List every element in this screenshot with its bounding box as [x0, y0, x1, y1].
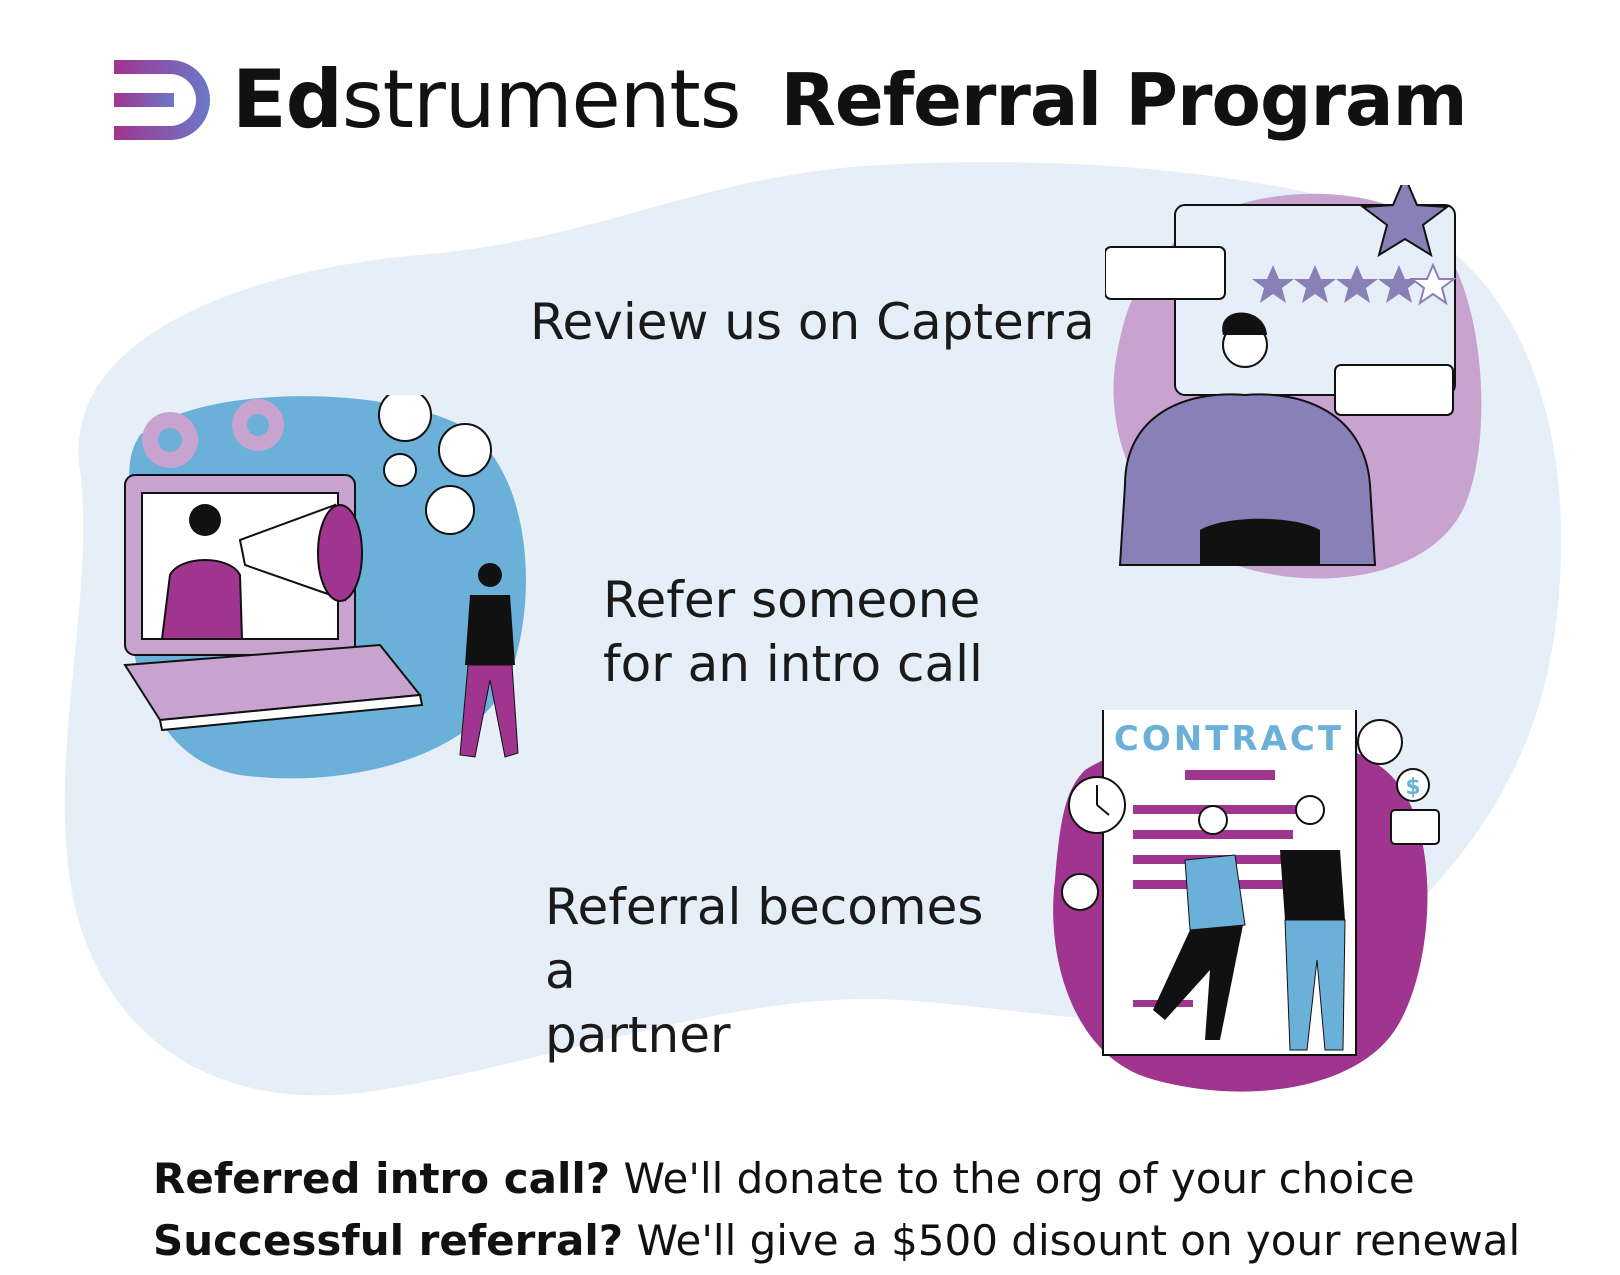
megaphone-laptop-illustration [123, 395, 526, 779]
step-refer-line1: Refer someone [603, 571, 981, 629]
step-refer: Refer someone for an intro call [603, 568, 1003, 696]
reward-intro-call: Referred intro call? We'll donate to the… [153, 1148, 1520, 1210]
reward-successful-referral: Successful referral? We'll give a $500 d… [153, 1210, 1520, 1272]
footer-rewards: Referred intro call? We'll donate to the… [153, 1148, 1520, 1272]
reward-referral-question: Successful referral? [153, 1216, 624, 1265]
chat-icon [1390, 809, 1440, 845]
step-review: Review us on Capterra [530, 290, 1095, 354]
brand-name-bold: Ed [232, 53, 343, 146]
step-refer-line2: for an intro call [603, 635, 983, 693]
reward-intro-call-question: Referred intro call? [153, 1154, 611, 1203]
edstruments-logo-icon [114, 60, 210, 140]
brand-name-light: struments [341, 53, 742, 146]
dollar-icon [1396, 768, 1430, 802]
review-illustration [1105, 185, 1482, 579]
reward-referral-answer: We'll give a $500 disount on your renewa… [623, 1216, 1521, 1265]
dollar-symbol: $ [1405, 775, 1420, 800]
page-title: Referral Program [780, 58, 1467, 142]
star-rating-icon [1252, 265, 1420, 303]
step-partner: Referral becomes a partner [545, 875, 1025, 1067]
mail-icon [1357, 719, 1403, 765]
step-partner-line2: partner [545, 1006, 731, 1064]
reward-intro-call-answer: We'll donate to the org of your choice [610, 1154, 1415, 1203]
phone-icon [1061, 873, 1099, 911]
contract-illustration: CONTRACT $ [1053, 710, 1440, 1092]
step-partner-line1: Referral becomes a [545, 878, 984, 1000]
step-review-label: Review us on Capterra [530, 293, 1095, 351]
contract-label: CONTRACT [1114, 719, 1344, 759]
